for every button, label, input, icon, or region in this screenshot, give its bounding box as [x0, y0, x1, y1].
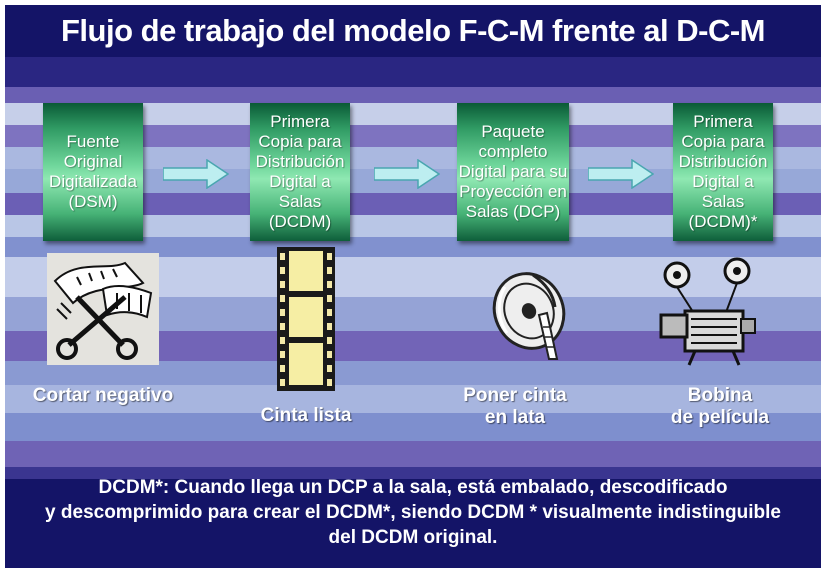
- step-caption-cut-negative: Cortar negativo: [32, 385, 174, 406]
- diagram-title: Flujo de trabajo del modelo F-C-M frente…: [61, 13, 766, 48]
- stripe: [5, 385, 821, 413]
- stripe: [5, 57, 821, 87]
- workflow-box-label: Primera Copia para Distribución Digital …: [255, 112, 345, 231]
- step-caption-film-in-can: Poner cinta en lata: [463, 385, 567, 428]
- arrow-right-icon: [588, 159, 654, 189]
- arrow-right-icon: [374, 159, 440, 189]
- film-strip-icon: [277, 247, 335, 391]
- workflow-box-dcdm-star: Primera Copia para Distribución Digital …: [673, 103, 773, 241]
- stripe: [5, 467, 821, 479]
- stripe: [5, 413, 821, 441]
- step-caption-film-reel: Bobina de película: [670, 385, 770, 428]
- stripe: [5, 125, 821, 147]
- scissors-film-icon: [47, 253, 159, 365]
- arrow-right-icon: [163, 159, 229, 189]
- footnote: DCDM*: Cuando llega un DCP a la sala, es…: [5, 475, 821, 550]
- workflow-box-dcdm: Primera Copia para Distribución Digital …: [250, 103, 350, 241]
- stripe: [5, 237, 821, 257]
- stripe: [5, 215, 821, 237]
- footnote-line: del DCDM original.: [328, 527, 498, 548]
- footnote-line: y descomprimido para crear el DCDM*, sie…: [45, 502, 781, 523]
- diagram-frame: Flujo de trabajo del modelo F-C-M frente…: [5, 5, 821, 568]
- workflow-box-label: Primera Copia para Distribución Digital …: [678, 112, 768, 231]
- stripe: [5, 103, 821, 125]
- workflow-box-label: Fuente Original Digitalizada (DSM): [49, 132, 137, 211]
- workflow-box-label: Paquete completo Digital para su Proyecc…: [458, 122, 568, 221]
- stripe: [5, 193, 821, 215]
- step-caption-film-ready: Cinta lista: [260, 405, 352, 426]
- footnote-line: DCDM*: Cuando llega un DCP a la sala, es…: [98, 477, 728, 498]
- film-reel-can-icon: [492, 272, 566, 360]
- workflow-box-dsm: Fuente Original Digitalizada (DSM): [43, 103, 143, 241]
- stripe: [5, 441, 821, 467]
- workflow-box-dcp: Paquete completo Digital para su Proyecc…: [457, 103, 569, 241]
- stripe: [5, 361, 821, 385]
- film-projector-icon: [659, 257, 756, 366]
- stripe: [5, 87, 821, 103]
